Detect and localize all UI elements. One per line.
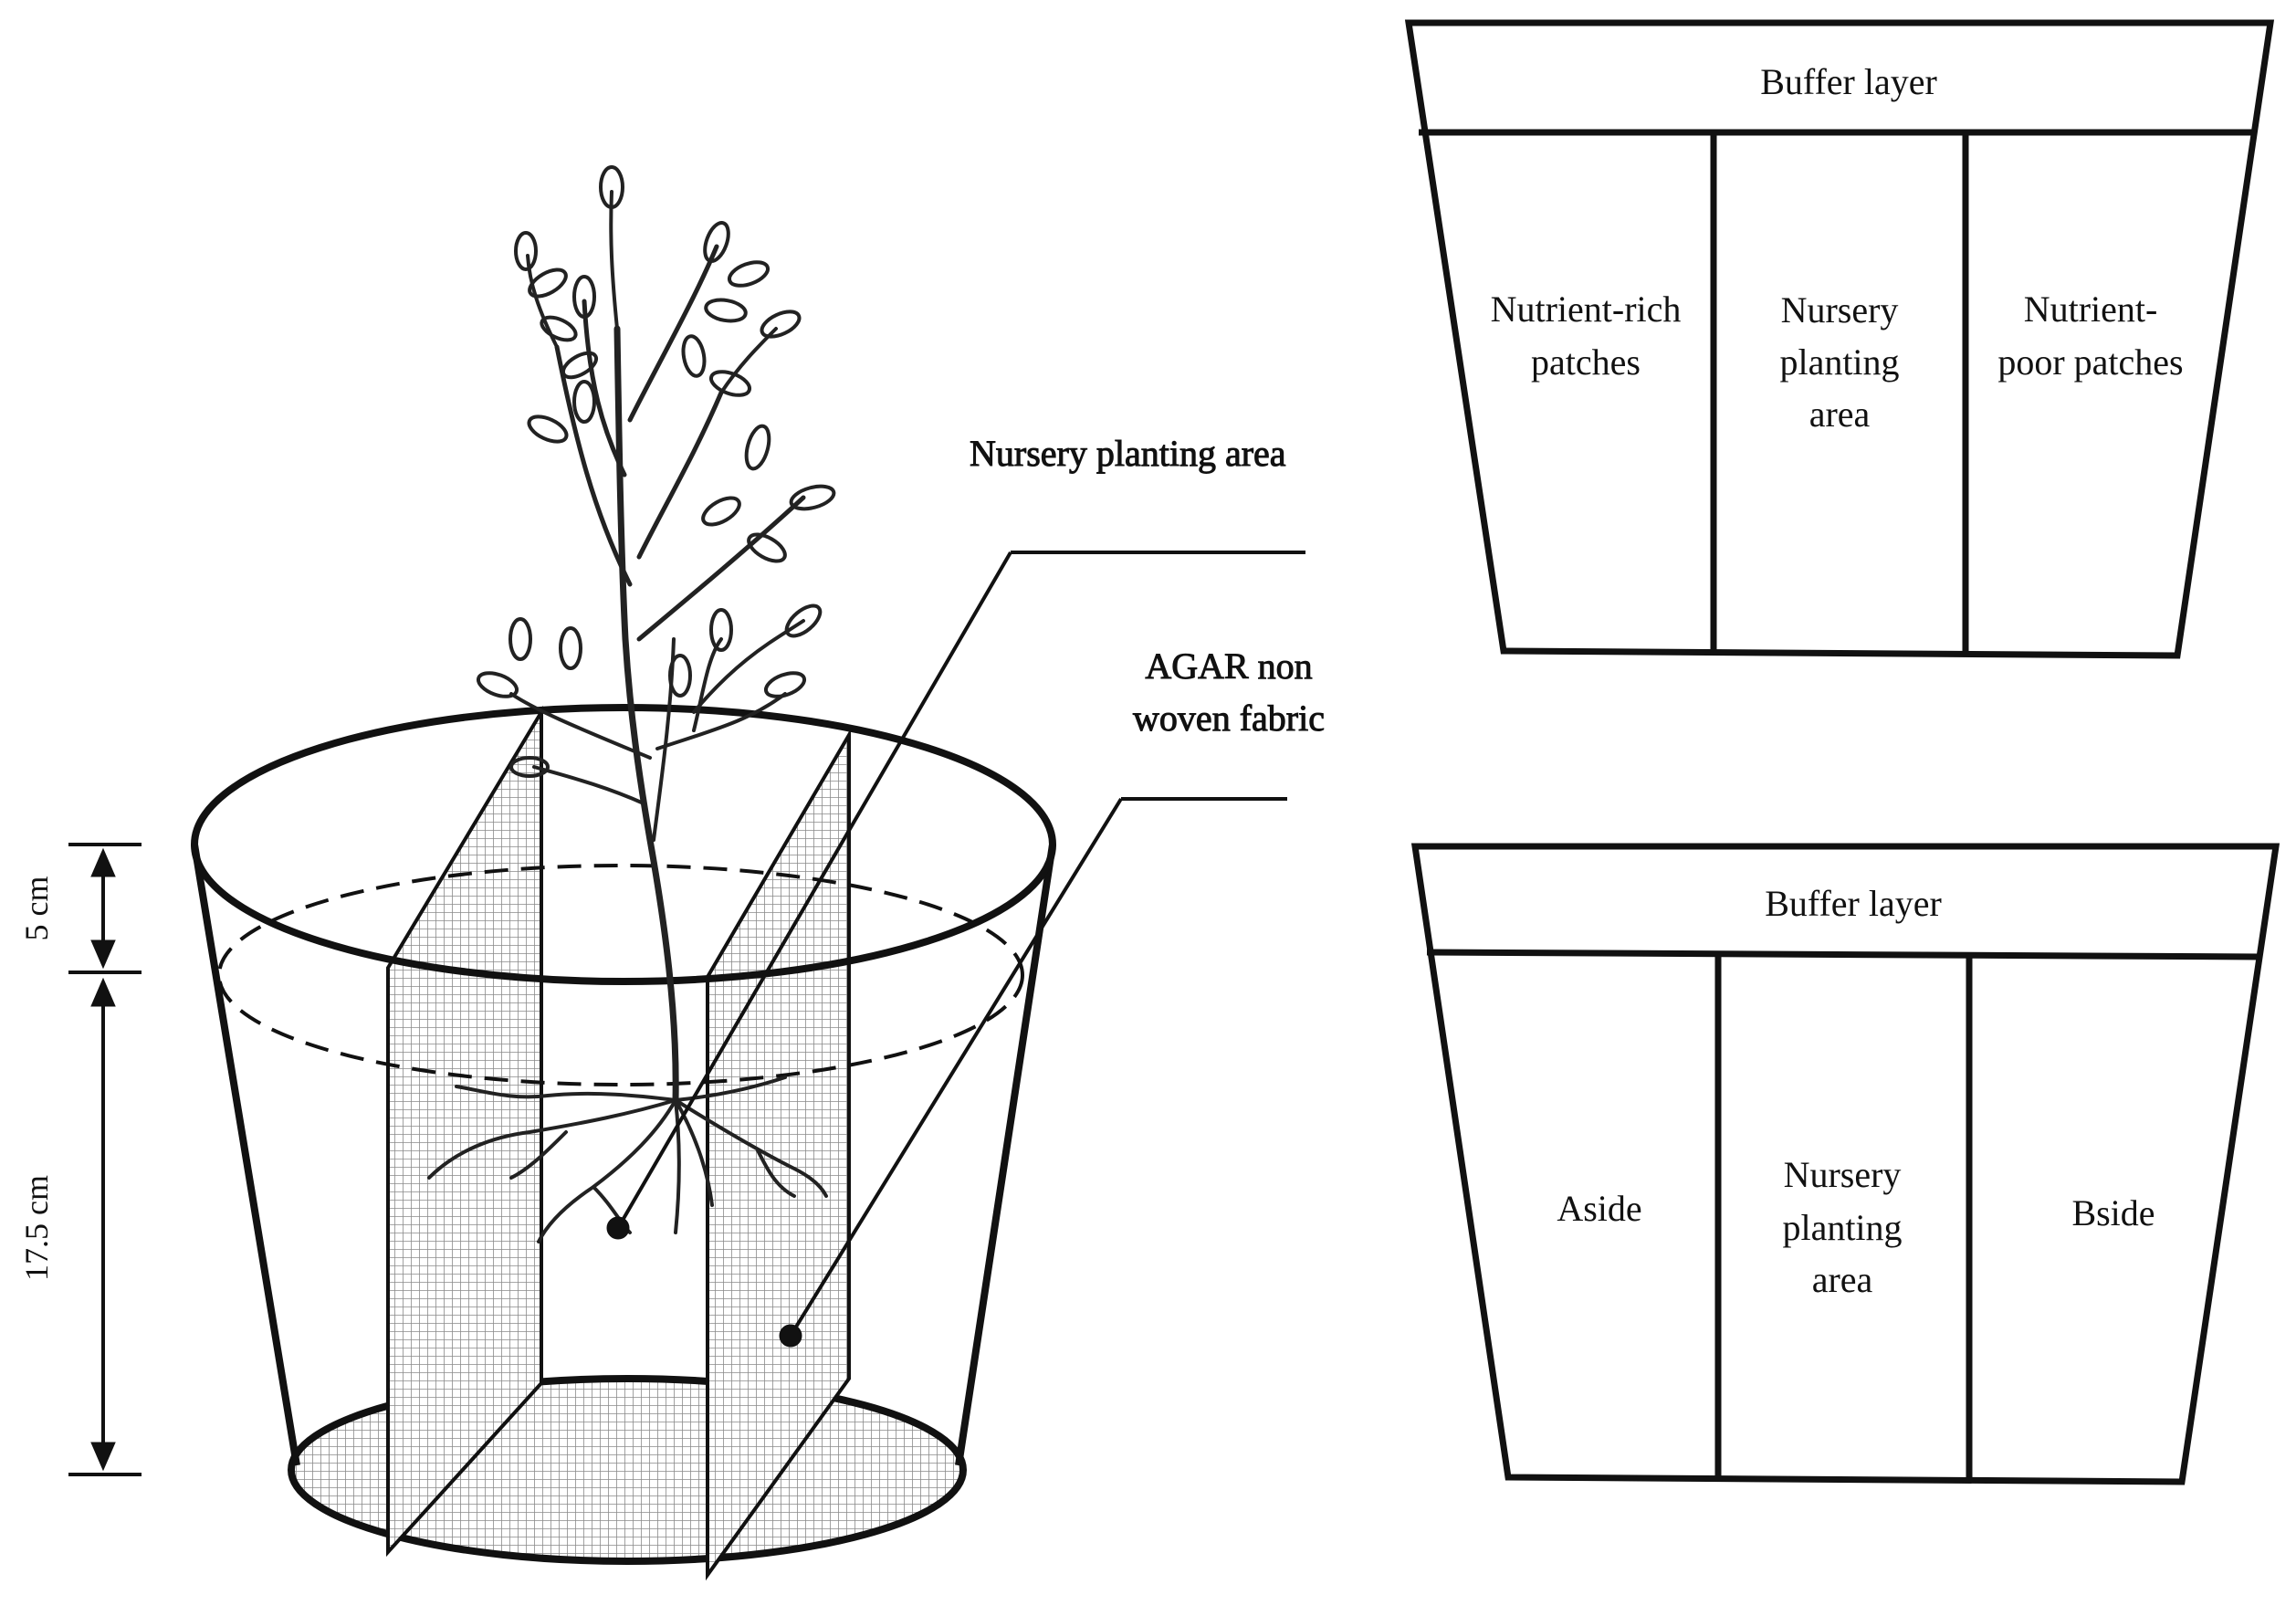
top-left-label-2: patches (1531, 341, 1641, 383)
arrow-down-175cm (90, 1442, 116, 1472)
layout-top-outline (1404, 19, 2275, 659)
roots (427, 1076, 828, 1243)
top-right-label-2: poor patches (1997, 341, 2183, 383)
layout-top: Buffer layer Nutrient-rich patches Nurse… (1404, 19, 2275, 659)
pot-rim (191, 704, 1056, 985)
dim-label-5cm: 5 cm (18, 876, 55, 941)
bottom-mid-label-1: Nursery (1784, 1154, 1902, 1195)
arrow-up-5cm (90, 847, 116, 877)
top-mid-label-3: area (1809, 394, 1871, 435)
bottom-buffer-label: Buffer layer (1765, 883, 1942, 924)
fabric-panel-left (386, 705, 543, 1558)
bottom-left-label: Aside (1557, 1188, 1641, 1229)
bottom-right-label: Bside (2071, 1192, 2154, 1233)
arrow-down-5cm (90, 939, 116, 970)
leaves (476, 165, 836, 778)
layout-bottom: Buffer layer Aside Nursery planting area… (1410, 843, 2280, 1485)
seedling (427, 165, 836, 1243)
top-right-label-1: Nutrient- (2024, 289, 2158, 330)
dim-label-175cm: 17.5 cm (18, 1175, 55, 1281)
dimension-markers: 5 cm 17.5 cm (18, 843, 142, 1476)
pot (191, 704, 1056, 1581)
callout-dot-nursery (606, 1216, 630, 1240)
bottom-mid-label-3: area (1812, 1259, 1873, 1300)
layout-bottom-buffer-line (1426, 949, 2262, 960)
top-left-label-1: Nutrient-rich (1491, 289, 1682, 330)
callout-label-nursery: Nursery planting area (970, 433, 1286, 474)
soil-surface-dashed (217, 864, 1024, 1086)
pot-wall-left (191, 844, 300, 1466)
top-buffer-label: Buffer layer (1760, 61, 1937, 102)
arrow-up-175cm (90, 977, 116, 1007)
stem (613, 325, 679, 1104)
callout-nursery: Nursery planting area (606, 433, 1305, 1240)
callout-fabric: AGAR non woven fabric (779, 645, 1325, 1348)
callout-label-fabric-2: woven fabric (1133, 698, 1325, 739)
bottom-mid-label-2: planting (1782, 1207, 1902, 1248)
top-mid-label-1: Nursery (1781, 289, 1899, 331)
fabric-panel-right (706, 728, 851, 1581)
callout-label-fabric-1: AGAR non (1145, 645, 1312, 687)
callout-dot-fabric (779, 1324, 802, 1348)
pot-wall-right (955, 844, 1056, 1466)
layout-bottom-outline (1410, 843, 2280, 1485)
top-mid-label-2: planting (1779, 341, 1899, 383)
